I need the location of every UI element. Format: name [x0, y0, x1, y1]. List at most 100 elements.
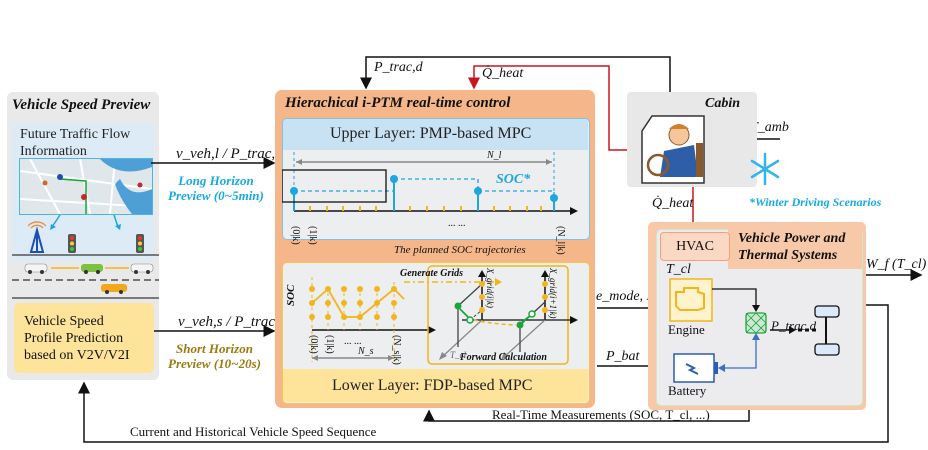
historical-speed-feedback-arrow	[78, 304, 889, 443]
lower-tick-first: (0|k)	[308, 335, 319, 354]
traffic-flow-label-line2: Information	[20, 144, 87, 159]
link-arrow	[51, 214, 61, 228]
p-trac-d-feedback-arrow	[360, 56, 671, 92]
short-horizon-label: Short Horizon Preview (10~20s)	[168, 341, 261, 371]
engine-label: Engine	[668, 322, 705, 337]
short-horizon-line2: Preview (10~20s)	[168, 356, 261, 371]
vpt-title-line2: Thermal Systems	[738, 248, 838, 263]
realtime-measurements-arrow	[423, 408, 750, 422]
historical-speed-label: Current and Historical Vehicle Speed Seq…	[130, 424, 377, 439]
traffic-flow-label-line1: Future Traffic Flow	[20, 127, 131, 142]
battery-icon	[685, 363, 699, 375]
powertrain-diagram	[669, 278, 840, 383]
winter-scenario-note: *Winter Driving Scenarios	[749, 195, 882, 209]
lower-tick-last: (N_s|k)	[391, 335, 402, 365]
lower-soc-axis-label: SOC	[285, 284, 297, 306]
forward-calc-box	[427, 265, 569, 365]
grid-label-1: X_grid(i|k)	[485, 268, 495, 308]
engine-icon	[675, 287, 705, 311]
vpt-title-background	[728, 229, 862, 269]
lower-soc-grid-chart	[309, 265, 578, 365]
upper-layer-header	[283, 119, 588, 150]
upper-soc-chart	[282, 152, 578, 215]
soc-point	[390, 175, 398, 183]
lower-ellipsis: ... ...	[344, 336, 362, 347]
state-point-open	[466, 316, 474, 324]
route-line	[59, 178, 87, 214]
steering-wheel-icon	[646, 153, 670, 177]
tcl-axis-label: T_cl	[450, 350, 467, 360]
prediction-line3: based on V2V/V2I	[24, 348, 130, 363]
p-trac-d-top-label: P_trac,d	[374, 60, 423, 75]
forward-calc-label: Forward Calculation	[460, 352, 547, 363]
map-pin-icon	[57, 174, 63, 180]
p-trac-d-inner-label: P_trac,d	[771, 318, 817, 333]
vehicle-speed-preview-title: Vehicle Speed Preview	[12, 97, 151, 113]
soc-point	[474, 187, 482, 195]
long-horizon-label: Long Horizon Preview (0~5min)	[168, 173, 264, 203]
snowflake-icon	[750, 152, 780, 186]
v2x-scene	[12, 214, 159, 299]
battery-label: Battery	[668, 383, 707, 398]
lower-layer-label: Lower Layer: FDP-based MPC	[332, 377, 533, 394]
traffic-flow-label: Future Traffic Flow Information	[20, 126, 130, 160]
upper-layer-label: Upper Layer: PMP-based MPC	[330, 125, 532, 142]
traffic-light-icon	[68, 234, 76, 253]
hierarchical-control-title: Hierachical i-PTM real-time control	[285, 95, 511, 111]
lower-layer-footer	[283, 369, 588, 402]
map-pin-icon	[81, 194, 87, 200]
map-pin-icon	[42, 180, 48, 186]
vpt-title-line1: Vehicle Power and	[738, 231, 846, 246]
cell-tower-icon	[27, 221, 47, 253]
planned-soc-caption: The planned SOC trajectories	[394, 244, 526, 256]
soc-point	[290, 187, 298, 195]
traffic-map-image	[19, 158, 153, 215]
map-pin-icon	[137, 182, 143, 188]
driver-icon	[641, 115, 705, 184]
vpt-title: Vehicle Power and Thermal Systems	[738, 230, 845, 264]
upper-ellipsis: ... ...	[448, 218, 466, 229]
short-horizon-line1: Short Horizon	[176, 341, 253, 356]
state-point	[454, 302, 462, 310]
speed-profile-prediction-label: Vehicle Speed Profile Prediction based o…	[24, 313, 130, 364]
car-icon	[101, 284, 127, 294]
soc-star-label: SOC*	[496, 172, 531, 187]
state-point	[516, 321, 524, 329]
t-cl-label: T_cl	[666, 262, 691, 277]
prediction-line1: Vehicle Speed	[24, 314, 104, 329]
upper-tick-second: (1|k)	[307, 226, 318, 245]
cabin-title: Cabin	[705, 96, 741, 111]
car-icon	[81, 264, 103, 274]
car-icon	[130, 263, 154, 274]
state-point-open	[528, 310, 536, 318]
prediction-line2: Profile Prediction	[24, 331, 124, 346]
grid-points	[309, 286, 397, 320]
p-bat-label: P_bat	[606, 349, 640, 364]
hvac-box: HVAC	[660, 232, 730, 261]
traffic-light-icon	[136, 234, 144, 253]
q-heat-top-label: Q̇_heat	[482, 66, 524, 81]
river-shape	[100, 159, 152, 172]
short-signal-label: v_veh,s / P_trac,s	[178, 314, 285, 330]
wheel-icon	[814, 305, 840, 318]
focus-window	[282, 169, 387, 203]
long-horizon-line1: Long Horizon	[178, 173, 254, 188]
upper-tick-last: (N_l|k)	[555, 226, 566, 255]
wf-tcl-label: W_f (T_cl)	[866, 257, 927, 272]
t-amb-label: T_amb	[750, 120, 789, 135]
upper-tick-first: (0|k)	[290, 226, 301, 245]
wheel-icon	[814, 343, 840, 356]
grid-label-2: X_grid(i+1|k)	[548, 268, 558, 319]
soc-path	[311, 287, 405, 318]
soc-trajectory	[290, 175, 558, 211]
map-graphic	[20, 159, 152, 214]
long-signal-label: v_veh,l / P_trac,l	[176, 146, 280, 162]
soc-point	[550, 194, 558, 202]
lower-horizon-label: N_s	[358, 346, 374, 357]
q-heat-right-label: Q̇_heat	[652, 196, 694, 211]
q-heat-feedback-arrow	[468, 65, 635, 151]
long-horizon-line2: Preview (0~5min)	[168, 188, 264, 203]
speed-profile-prediction-box	[14, 303, 154, 373]
car-icon	[24, 263, 48, 274]
generate-grids-label: Generate Grids	[400, 268, 464, 279]
